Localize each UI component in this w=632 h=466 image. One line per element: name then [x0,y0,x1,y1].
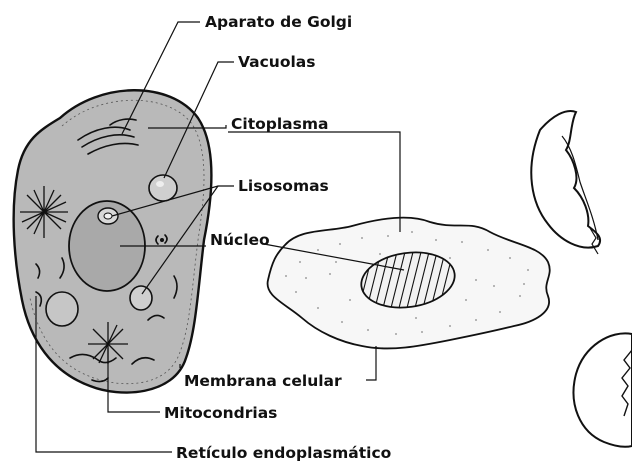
eggshell-top [531,111,600,254]
lysosome [130,286,152,310]
label-mitocondrias: Mitocondrias [164,404,277,422]
fried-egg [268,218,550,349]
vacuole-highlight [156,181,164,187]
label-vacuolas: Vacuolas [238,53,315,71]
animal-cell [14,90,212,392]
eggshell-bottom [574,333,632,446]
label-reticulo: Retículo endoplasmático [176,444,391,462]
label-citoplasma: Citoplasma [231,115,328,133]
label-golgi: Aparato de Golgi [205,13,352,31]
nucleus-inner-vacuole-core [104,213,112,219]
small-organelle-dot [160,238,164,242]
label-nucleo: Núcleo [210,231,270,249]
label-membrana: Membrana celular [184,372,342,390]
vacuole-large [46,292,78,326]
label-lisosomas: Lisosomas [238,177,329,195]
vacuole [149,175,177,201]
membrana-egg-leader [366,346,376,380]
